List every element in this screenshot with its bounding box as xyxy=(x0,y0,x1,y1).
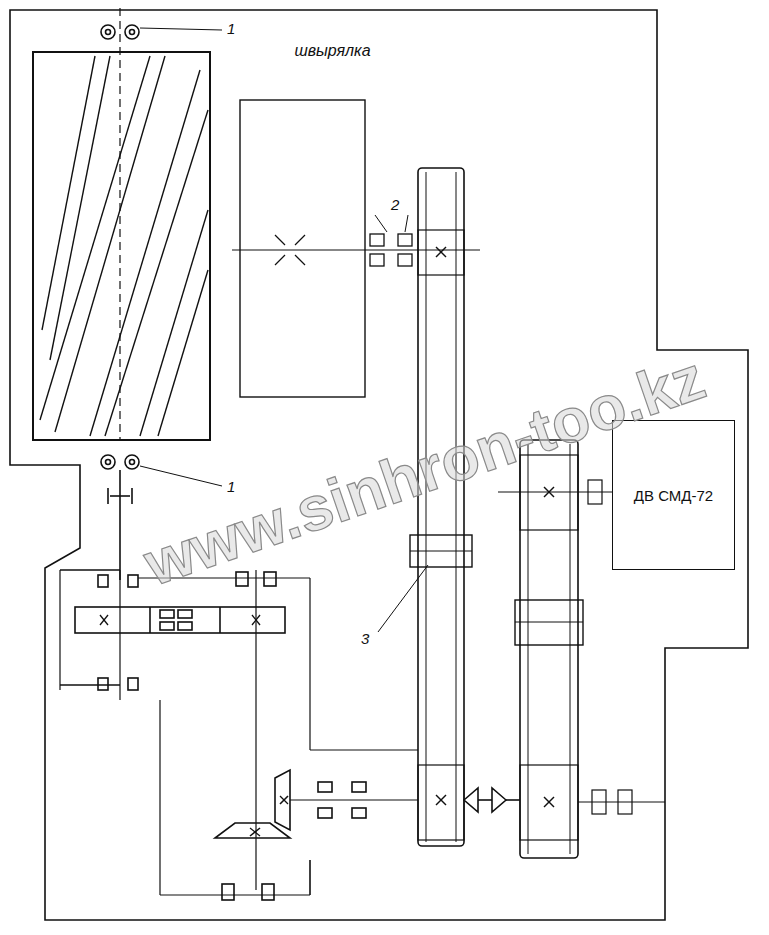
clutch-symbol xyxy=(464,788,506,812)
thrower-box: швырялка xyxy=(240,100,365,397)
auger-axis xyxy=(119,8,120,440)
coupling xyxy=(108,488,132,504)
tensioner xyxy=(515,600,583,645)
leader-line xyxy=(405,215,408,232)
belt-drive xyxy=(520,440,578,858)
callout-number: 3 xyxy=(360,630,370,647)
auger-body xyxy=(33,52,210,440)
bearing-symbol xyxy=(370,234,412,266)
leader-line xyxy=(140,466,222,486)
engine-box: ДВ СМД-72 xyxy=(612,420,735,570)
auger-flights xyxy=(40,56,208,436)
shaft xyxy=(119,470,121,580)
tensioner xyxy=(410,535,472,567)
housing-outline xyxy=(10,10,748,920)
callout-number: 1 xyxy=(226,20,236,37)
bevel-gear xyxy=(215,823,290,838)
box-label: ДВ СМД-72 xyxy=(622,487,725,504)
leader-line xyxy=(140,28,222,30)
gear-train xyxy=(75,607,285,633)
bearing-symbol xyxy=(588,480,602,504)
thrower-rotor xyxy=(240,100,365,397)
bearing-symbol xyxy=(101,25,139,469)
leader-line xyxy=(375,215,387,232)
callout-number: 2 xyxy=(390,196,400,213)
rotor-blades xyxy=(275,235,305,265)
leader-line xyxy=(378,565,428,632)
bevel-gear xyxy=(275,770,290,830)
part-heading: швырялка xyxy=(294,42,370,60)
callout-number: 1 xyxy=(226,478,236,495)
